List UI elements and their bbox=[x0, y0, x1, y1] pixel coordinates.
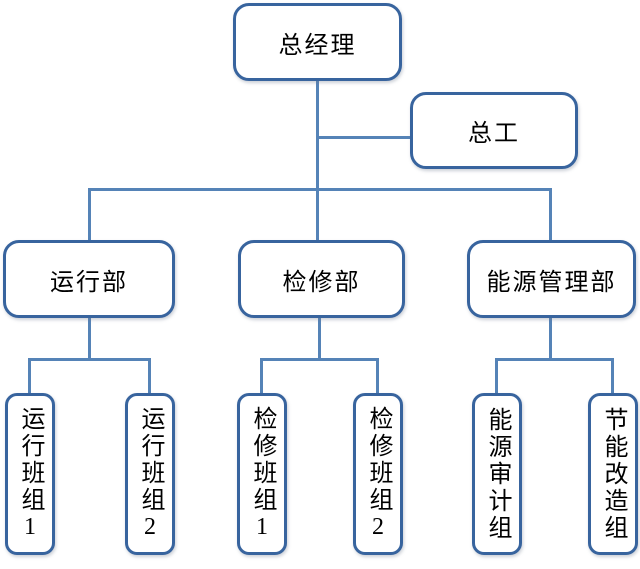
node-maintenance-team-1: 检修班组1 bbox=[237, 393, 287, 555]
connector-dept3-team-rail bbox=[495, 358, 614, 361]
connector-root-stem bbox=[316, 81, 319, 240]
connector-dept1-team-rail bbox=[28, 358, 151, 361]
connector-dept2-stem bbox=[318, 318, 321, 360]
connector-team5-drop bbox=[495, 358, 498, 395]
node-operations-team-1-label: 运行班组1 bbox=[17, 405, 43, 543]
node-energy-retrofit-team-label: 节能改造组 bbox=[600, 406, 626, 542]
connector-dept1-drop bbox=[88, 188, 91, 240]
connector-advisor-branch bbox=[318, 136, 410, 139]
node-maintenance-team-2: 检修班组2 bbox=[353, 393, 403, 555]
connector-team6-drop bbox=[611, 358, 614, 395]
node-operations-dept-label: 运行部 bbox=[50, 269, 128, 296]
node-maintenance-team-2-label: 检修班组2 bbox=[365, 405, 391, 543]
node-chief-engineer-label: 总工 bbox=[468, 121, 520, 147]
node-maintenance-team-1-label: 检修班组1 bbox=[249, 405, 275, 543]
node-energy-retrofit-team: 节能改造组 bbox=[588, 393, 638, 555]
node-operations-team-2-label: 运行班组2 bbox=[137, 405, 163, 543]
connector-dept1-stem bbox=[88, 318, 91, 360]
node-operations-team-1: 运行班组1 bbox=[5, 393, 55, 555]
node-maintenance-dept-label: 检修部 bbox=[282, 269, 361, 296]
node-energy-audit-team: 能源审计组 bbox=[472, 393, 522, 555]
node-maintenance-dept: 检修部 bbox=[238, 240, 405, 318]
node-general-manager: 总经理 bbox=[233, 3, 402, 81]
connector-dept3-stem bbox=[549, 318, 552, 360]
connector-team3-drop bbox=[260, 358, 263, 395]
connector-dept3-drop bbox=[549, 188, 552, 240]
connector-team4-drop bbox=[376, 358, 379, 395]
node-energy-mgmt-dept-label: 能源管理部 bbox=[486, 269, 617, 296]
node-operations-dept: 运行部 bbox=[3, 240, 175, 318]
node-general-manager-label: 总经理 bbox=[278, 32, 357, 59]
connector-dept2-team-rail bbox=[260, 358, 379, 361]
node-energy-mgmt-dept: 能源管理部 bbox=[467, 240, 636, 318]
connector-dept-rail bbox=[88, 188, 552, 191]
connector-team2-drop bbox=[148, 358, 151, 395]
node-energy-audit-team-label: 能源审计组 bbox=[484, 406, 510, 542]
node-operations-team-2: 运行班组2 bbox=[125, 393, 175, 555]
node-chief-engineer: 总工 bbox=[410, 92, 578, 169]
connector-team1-drop bbox=[28, 358, 31, 395]
